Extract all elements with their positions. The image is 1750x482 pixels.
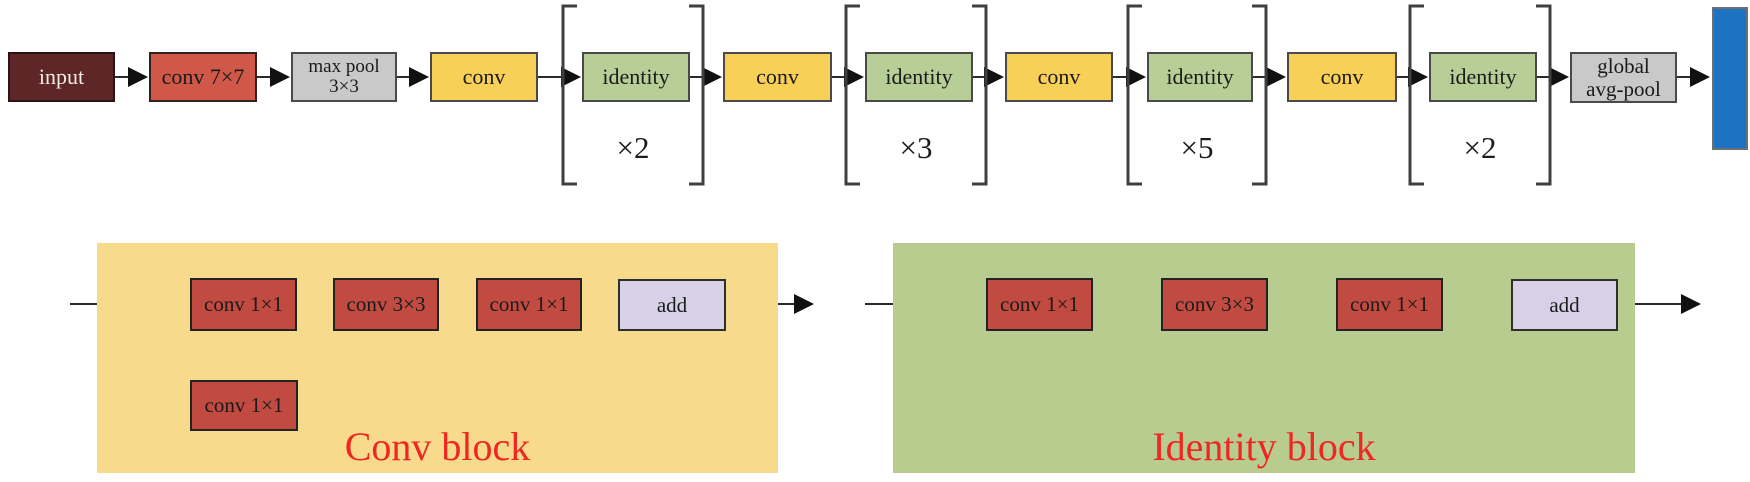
stage-identity-box-1: identity: [582, 52, 690, 102]
stage-conv-box-4: conv: [1287, 52, 1397, 102]
convblock-shortcut-conv1x1-box: conv 1×1: [190, 380, 298, 431]
bracket-right-icon: [972, 4, 988, 186]
identityblock-conv1x1-box-1: conv 1×1: [986, 278, 1093, 331]
stage-conv7x7-box: conv 7×7: [149, 52, 257, 102]
convblock-title: Conv block: [344, 424, 531, 469]
stage-global-avgpool-box: global avg-pool: [1570, 52, 1677, 103]
maxpool-label-line1: max pool: [308, 56, 380, 78]
bracket-right-icon: [689, 4, 705, 186]
repeat-count-2: ×3: [899, 130, 933, 165]
output-feature-bar: [1712, 7, 1748, 150]
maxpool-label-line2: 3×3: [329, 76, 359, 97]
convblock-conv1x1-box-2: conv 1×1: [476, 278, 582, 331]
stage-input-box: input: [8, 52, 115, 102]
repeat-count-3: ×5: [1180, 130, 1214, 165]
bracket-left-icon: [1126, 4, 1142, 186]
stage-conv-box-2: conv: [723, 52, 832, 102]
convblock-conv1x1-box-1: conv 1×1: [190, 278, 297, 331]
bracket-left-icon: [844, 4, 860, 186]
repeat-brackets: [561, 4, 1552, 186]
globalpool-label-line1: global: [1597, 54, 1650, 79]
convblock-conv3x3-box: conv 3×3: [333, 278, 439, 331]
stage-conv-box-1: conv: [430, 52, 538, 102]
repeat-count-4: ×2: [1463, 130, 1497, 165]
identityblock-add-box: add: [1511, 279, 1618, 331]
identityblock-conv3x3-box: conv 3×3: [1161, 278, 1268, 331]
stage-identity-box-2: identity: [865, 52, 973, 102]
stage-identity-box-4: identity: [1429, 52, 1537, 102]
identityblock-title: Identity block: [1152, 424, 1376, 469]
stage-maxpool-box: max pool 3×3: [291, 52, 397, 102]
repeat-count-1: ×2: [616, 130, 650, 165]
bracket-right-icon: [1252, 4, 1268, 186]
identityblock-conv1x1-box-2: conv 1×1: [1336, 278, 1443, 331]
bracket-right-icon: [1536, 4, 1552, 186]
bracket-left-icon: [561, 4, 577, 186]
stage-conv-box-3: conv: [1005, 52, 1113, 102]
globalpool-label-line2: avg-pool: [1586, 76, 1661, 101]
convblock-add-box: add: [618, 279, 726, 331]
stage-identity-box-3: identity: [1147, 52, 1253, 102]
bracket-left-icon: [1408, 4, 1424, 186]
